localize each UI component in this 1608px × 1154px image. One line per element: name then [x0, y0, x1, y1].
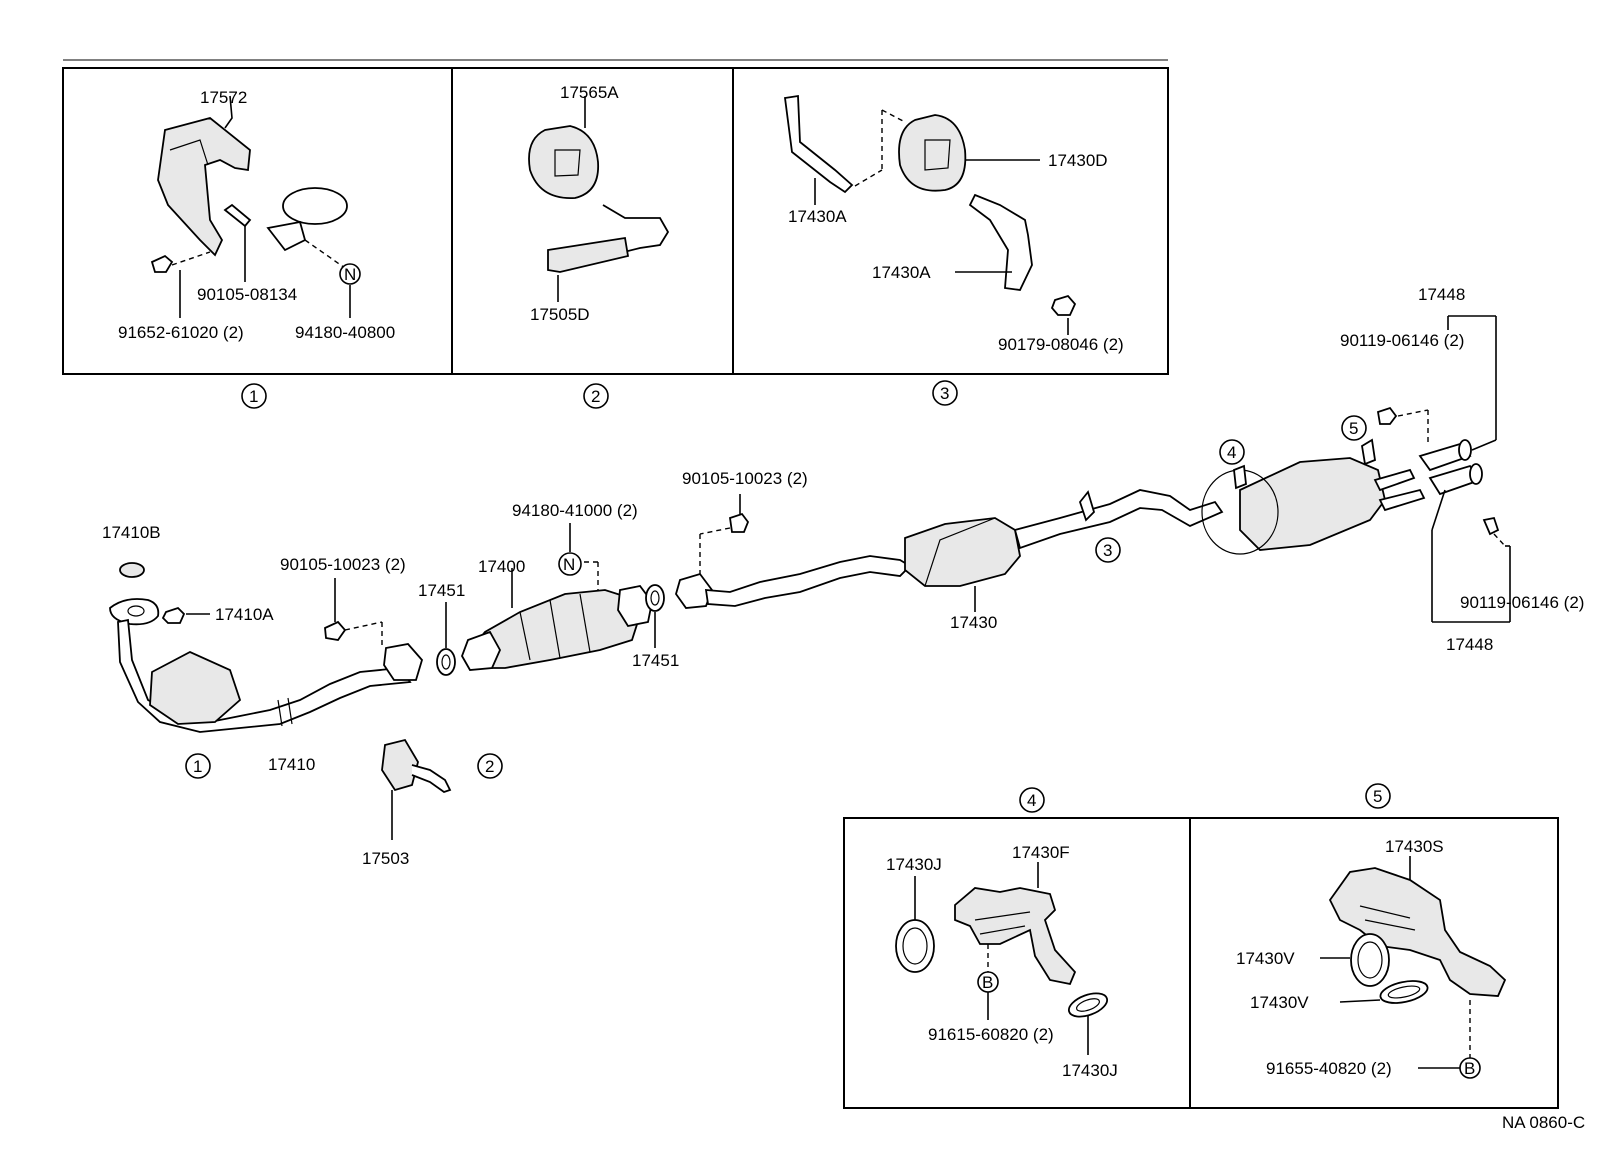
label-17448-top: 17448: [1418, 285, 1465, 304]
callout-5-main: 5: [1349, 419, 1358, 438]
label-17400: 17400: [478, 557, 525, 576]
callout-2-icon: [583, 383, 609, 409]
label-17503: 17503: [362, 849, 409, 868]
hanger-17430A-lower: [968, 193, 1033, 291]
panel-5-drawing: B: [1320, 856, 1507, 1079]
resonator-17430: [904, 517, 1021, 587]
converter-front: [149, 650, 242, 725]
label-17451-b: 17451: [632, 651, 679, 670]
label-17410: 17410: [268, 755, 315, 774]
hanger-callout-4-part: [1233, 464, 1247, 490]
bolt-90105-10023-top: [729, 512, 750, 533]
callout-3-main: 3: [1103, 541, 1112, 560]
n-callout-icon: [339, 263, 361, 285]
gasket-17451-right: [645, 584, 665, 612]
label-94180-41000: 94180-41000 (2): [512, 501, 638, 520]
label-94180-40800: 94180-40800: [295, 323, 395, 342]
b-callout-4-letter: B: [982, 973, 993, 992]
rear-pipe: [1013, 489, 1224, 550]
n-callout-main-letter: N: [563, 555, 575, 574]
gasket-17410B: [119, 562, 145, 578]
hanger-17430A-upper: [783, 94, 854, 194]
top-detail-panels: [62, 59, 1169, 375]
label-17430F: 17430F: [1012, 843, 1070, 862]
label-90105-10023-b: 90105-10023 (2): [280, 555, 406, 574]
label-17572: 17572: [200, 88, 247, 107]
callout-3-icon: [932, 380, 958, 406]
gasket-17451-left: [436, 648, 456, 676]
bottom-detail-panels: 4 5: [843, 783, 1559, 1109]
panel-labels: 17572 90105-08134 91652-61020 (2) 94180-…: [118, 83, 1124, 354]
label-17430S: 17430S: [1385, 837, 1444, 856]
bottom-panel-labels: 17430J 17430F 91615-60820 (2) 17430J 174…: [886, 837, 1444, 1080]
label-90119-top: 90119-06146 (2): [1340, 331, 1464, 350]
main-labels: 17448 90119-06146 (2) 90105-10023 (2) 94…: [102, 285, 1584, 868]
main-callouts: 4 5 3 1 2: [185, 415, 1367, 779]
label-17430A-top: 17430A: [788, 207, 847, 226]
callout-1-main: 1: [193, 757, 202, 776]
bolt-90105-10023-left: [324, 620, 347, 641]
n-callout-letter: N: [344, 265, 356, 284]
callout-4-main: 4: [1227, 443, 1236, 462]
main-exhaust-assembly: N: [109, 315, 1511, 840]
label-17430J-b: 17430J: [1062, 1061, 1118, 1080]
label-91655-40820: 91655-40820 (2): [1266, 1059, 1392, 1078]
label-17430V-a: 17430V: [1236, 949, 1295, 968]
front-pipe-flange: [109, 598, 160, 626]
label-90105-10023-a: 90105-10023 (2): [682, 469, 808, 488]
label-17430V-b: 17430V: [1250, 993, 1309, 1012]
panel-2-drawing: [528, 96, 670, 302]
insulator-17430V-a: [1350, 933, 1390, 987]
callout-4-panel: 4: [1027, 791, 1036, 810]
clamp: [282, 187, 348, 225]
muffler-assembly: [1239, 457, 1386, 551]
bracket-17505D: [547, 236, 630, 273]
hanger-callout-5-part: [1361, 438, 1376, 466]
label-17410A: 17410A: [215, 605, 274, 624]
callout-1-icon: [241, 383, 267, 409]
bolt-90119-lower: [1482, 516, 1500, 536]
callout-2: 2: [591, 387, 600, 406]
label-90119-bottom: 90119-06146 (2): [1460, 593, 1584, 612]
bolt-90119-upper: [1376, 406, 1398, 425]
panel-3-drawing: [783, 94, 1077, 335]
label-17430: 17430: [950, 613, 997, 632]
label-17505D: 17505D: [530, 305, 590, 324]
callout-2-main: 2: [485, 757, 494, 776]
insulator-17565A: [528, 125, 599, 199]
label-17448-bottom: 17448: [1446, 635, 1493, 654]
bracket-17572: [157, 117, 251, 257]
label-17410B: 17410B: [102, 523, 161, 542]
panel-4-drawing: B: [895, 862, 1109, 1055]
n-callout-main-icon: [558, 552, 582, 576]
label-17430A-mid: 17430A: [872, 263, 931, 282]
figure-code: NA 0860-C: [1502, 1113, 1585, 1132]
insulator-17430V-b: [1379, 980, 1429, 1004]
panel-callouts: 1 2 3: [241, 380, 958, 409]
callout-5-panel: 5: [1373, 787, 1382, 806]
bolt-90105-08134: [223, 203, 252, 228]
nut-90179-08046: [1050, 294, 1077, 316]
callout-1: 1: [249, 387, 258, 406]
label-17430J-a: 17430J: [886, 855, 942, 874]
hanger-callout-3-part: [1078, 490, 1096, 522]
hanger-17503: [381, 738, 419, 792]
insulator-17430D: [898, 114, 967, 192]
callout-3: 3: [940, 384, 949, 403]
label-91652-61020: 91652-61020 (2): [118, 323, 244, 342]
hanger-17430F: [954, 887, 1077, 986]
b-callout-5-letter: B: [1464, 1059, 1475, 1078]
nut-17410A: [161, 606, 186, 624]
label-90179-08046: 90179-08046 (2): [998, 335, 1124, 354]
label-90105-08134: 90105-08134: [197, 285, 297, 304]
label-17430D: 17430D: [1048, 151, 1108, 170]
panel-1-drawing: N: [150, 95, 361, 318]
label-91615-60820: 91615-60820 (2): [928, 1025, 1054, 1044]
label-17565A: 17565A: [560, 83, 619, 102]
label-17451-a: 17451: [418, 581, 465, 600]
